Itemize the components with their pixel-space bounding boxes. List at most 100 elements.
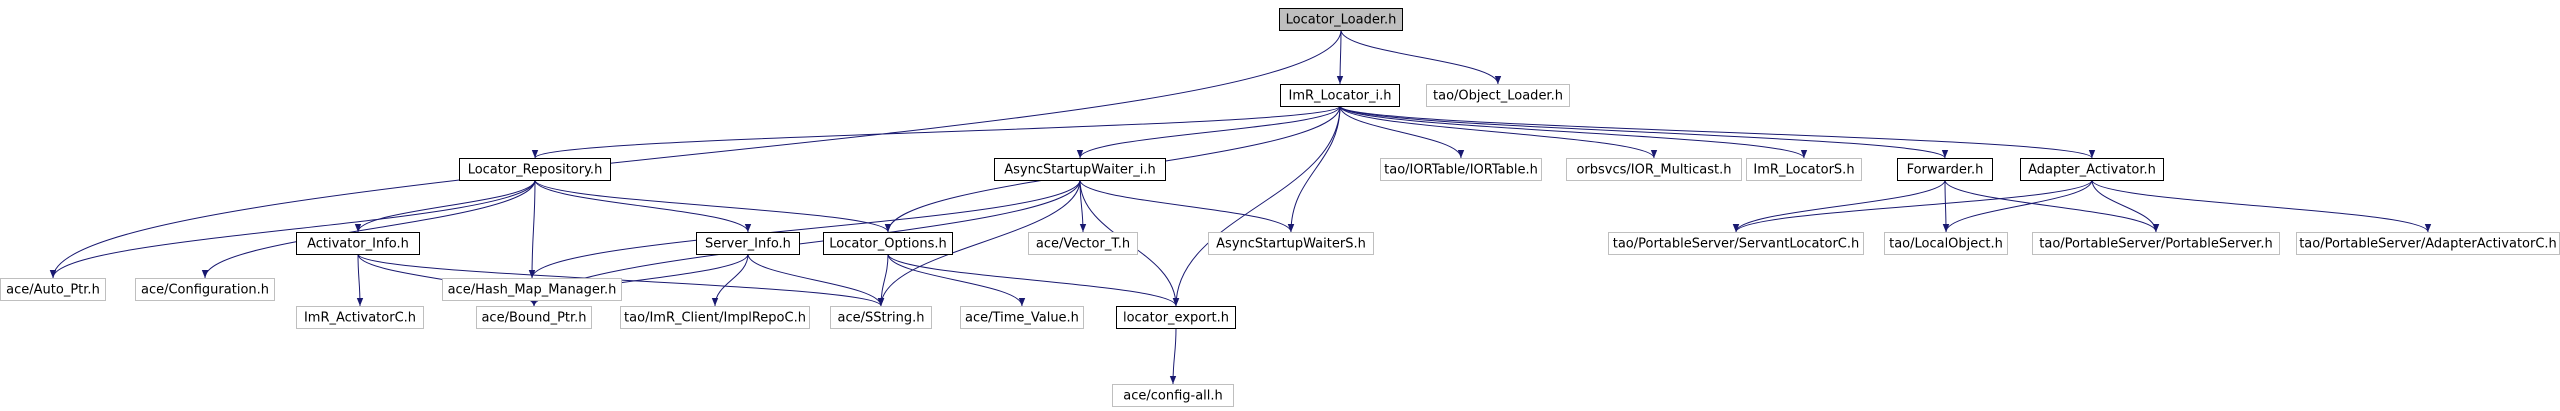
dependency-arrow-forwarder-to-servant_locator bbox=[1732, 179, 1946, 233]
file-node-box bbox=[1897, 158, 1993, 181]
file-node-box bbox=[1884, 232, 2008, 255]
dependency-arrow-adapter_activator-to-portable_server bbox=[2091, 179, 2160, 233]
file-node-locator-options[interactable]: Locator_Options.h bbox=[823, 232, 953, 255]
file-node-adapter-activator[interactable]: Adapter_Activator.h bbox=[2020, 158, 2164, 181]
file-node-imr-activatorc: ImR_ActivatorC.h bbox=[296, 306, 424, 329]
file-node-label: ImR_Locator_i.h bbox=[1289, 89, 1392, 104]
file-node-label: Forwarder.h bbox=[1907, 163, 1984, 178]
dependency-arrow-locator_repository-to-server_info bbox=[534, 179, 752, 233]
file-node-locator-export[interactable]: locator_export.h bbox=[1116, 306, 1236, 329]
file-node-imr-locator-i[interactable]: ImR_Locator_i.h bbox=[1280, 84, 1400, 107]
dependency-arrow-locator_loader-to-object_loader bbox=[1340, 29, 1502, 85]
dependency-arrow-adapter_activator-to-servant_locator bbox=[1732, 179, 2093, 233]
file-node-box bbox=[1208, 232, 1374, 255]
file-node-forwarder[interactable]: Forwarder.h bbox=[1897, 158, 1993, 181]
file-node-label: tao/IORTable/IORTable.h bbox=[1384, 163, 1538, 178]
file-node-box bbox=[960, 306, 1084, 329]
dependency-arrow-locator_repository-to-auto_ptr bbox=[49, 179, 536, 279]
dependency-arrow-locator_export-to-config_all bbox=[1169, 327, 1177, 385]
dependency-edges bbox=[49, 29, 2432, 385]
dependency-arrow-async_waiter-to-hash_map bbox=[528, 179, 1081, 279]
dependency-arrow-adapter_activator-to-adapter_activator_c bbox=[2091, 179, 2432, 233]
file-node-box bbox=[830, 306, 932, 329]
file-node-hash-map: ace/Hash_Map_Manager.h bbox=[442, 278, 622, 301]
file-node-adapter-activator-c: tao/PortableServer/AdapterActivatorC.h bbox=[2296, 232, 2560, 255]
file-node-label: tao/PortableServer/AdapterActivatorC.h bbox=[2299, 237, 2557, 252]
dependency-arrow-forwarder-to-portable_server bbox=[1944, 179, 2160, 233]
file-node-iortable: tao/IORTable/IORTable.h bbox=[1380, 158, 1542, 181]
dependency-arrow-imr_locator_i-to-imr_locators bbox=[1339, 105, 1808, 159]
file-node-label: ace/SString.h bbox=[838, 311, 925, 326]
dependency-arrow-locator_loader-to-imr_locator_i bbox=[1336, 29, 1344, 85]
file-node-auto-ptr: ace/Auto_Ptr.h bbox=[0, 278, 106, 301]
file-node-label: ImR_LocatorS.h bbox=[1753, 163, 1854, 178]
file-node-label: tao/Object_Loader.h bbox=[1433, 89, 1563, 104]
file-node-label: Activator_Info.h bbox=[307, 237, 409, 252]
file-node-label: ace/config-all.h bbox=[1123, 389, 1223, 404]
file-node-box bbox=[2032, 232, 2280, 255]
file-node-box bbox=[1746, 158, 1862, 181]
dependency-arrow-async_waiter-to-async_waiters bbox=[1079, 179, 1295, 233]
dependency-arrow-imr_locator_i-to-locator_repository bbox=[532, 105, 1341, 159]
dependency-arrow-locator_repository-to-activator_info bbox=[354, 179, 536, 233]
file-node-label: tao/PortableServer/PortableServer.h bbox=[2039, 237, 2272, 252]
file-node-box bbox=[0, 278, 106, 301]
file-node-portable-server: tao/PortableServer/PortableServer.h bbox=[2032, 232, 2280, 255]
file-node-box bbox=[1116, 306, 1236, 329]
file-node-box bbox=[442, 278, 622, 301]
file-node-activator-info[interactable]: Activator_Info.h bbox=[296, 232, 420, 255]
file-node-label: tao/LocalObject.h bbox=[1889, 237, 2003, 252]
dependency-arrow-adapter_activator-to-local_object bbox=[1942, 179, 2093, 233]
file-node-label: Locator_Options.h bbox=[829, 237, 947, 252]
dependency-arrow-locator_options-to-time_value bbox=[887, 253, 1026, 307]
file-node-time-value: ace/Time_Value.h bbox=[960, 306, 1084, 329]
file-node-locator-loader[interactable]: Locator_Loader.h bbox=[1279, 8, 1403, 31]
file-node-box bbox=[1112, 384, 1234, 407]
file-node-label: locator_export.h bbox=[1123, 311, 1229, 326]
dependency-arrow-locator_repository-to-hash_map bbox=[528, 179, 536, 279]
file-node-box bbox=[296, 232, 420, 255]
file-node-label: orbsvcs/IOR_Multicast.h bbox=[1576, 163, 1731, 178]
file-node-label: ace/Auto_Ptr.h bbox=[6, 283, 100, 298]
file-node-server-info[interactable]: Server_Info.h bbox=[696, 232, 800, 255]
file-node-label: ace/Vector_T.h bbox=[1036, 237, 1130, 252]
file-node-sstring: ace/SString.h bbox=[830, 306, 932, 329]
file-node-label: AsyncStartupWaiter_i.h bbox=[1004, 163, 1156, 178]
file-node-label: Server_Info.h bbox=[705, 237, 791, 252]
file-node-box bbox=[1279, 8, 1403, 31]
file-node-servant-locator: tao/PortableServer/ServantLocatorC.h bbox=[1608, 232, 1864, 255]
file-node-label: ace/Configuration.h bbox=[141, 283, 269, 298]
file-node-ior-multicast: orbsvcs/IOR_Multicast.h bbox=[1566, 158, 1742, 181]
file-node-label: ace/Bound_Ptr.h bbox=[481, 311, 586, 326]
dependency-arrow-locator_repository-to-locator_options bbox=[534, 179, 892, 233]
file-node-async-waiters: AsyncStartupWaiterS.h bbox=[1208, 232, 1374, 255]
file-node-box bbox=[1380, 158, 1542, 181]
file-node-box bbox=[2020, 158, 2164, 181]
file-node-box bbox=[459, 158, 611, 181]
file-node-configuration: ace/Configuration.h bbox=[135, 278, 275, 301]
file-node-box bbox=[135, 278, 275, 301]
dependency-arrow-imr_locator_i-to-forwarder bbox=[1339, 105, 1948, 159]
dependency-arrow-imr_locator_i-to-adapter_activator bbox=[1339, 105, 2095, 159]
dependency-arrow-locator_options-to-locator_export bbox=[887, 253, 1180, 307]
dependency-arrow-imr_locator_i-to-ior_multicast bbox=[1339, 105, 1658, 159]
file-node-vector-t: ace/Vector_T.h bbox=[1028, 232, 1138, 255]
file-node-label: Locator_Loader.h bbox=[1286, 13, 1397, 28]
file-node-label: Locator_Repository.h bbox=[468, 163, 603, 178]
file-node-box bbox=[1566, 158, 1742, 181]
file-node-bound-ptr: ace/Bound_Ptr.h bbox=[476, 306, 592, 329]
file-node-label: ImR_ActivatorC.h bbox=[304, 311, 416, 326]
dependency-arrow-async_waiter-to-sstring bbox=[877, 179, 1081, 307]
file-node-locator-repository[interactable]: Locator_Repository.h bbox=[459, 158, 611, 181]
dependency-arrow-imr_locator_i-to-iortable bbox=[1339, 105, 1465, 159]
file-node-label: ace/Time_Value.h bbox=[965, 311, 1079, 326]
dependency-arrow-locator_options-to-sstring bbox=[877, 253, 889, 307]
file-node-label: tao/ImR_Client/ImplRepoC.h bbox=[624, 311, 806, 326]
file-node-box bbox=[696, 232, 800, 255]
dependency-arrow-imr_locator_i-to-locator_export bbox=[1172, 105, 1341, 307]
file-node-imr-locators: ImR_LocatorS.h bbox=[1746, 158, 1862, 181]
file-node-async-waiter[interactable]: AsyncStartupWaiter_i.h bbox=[994, 158, 1166, 181]
file-node-local-object: tao/LocalObject.h bbox=[1884, 232, 2008, 255]
